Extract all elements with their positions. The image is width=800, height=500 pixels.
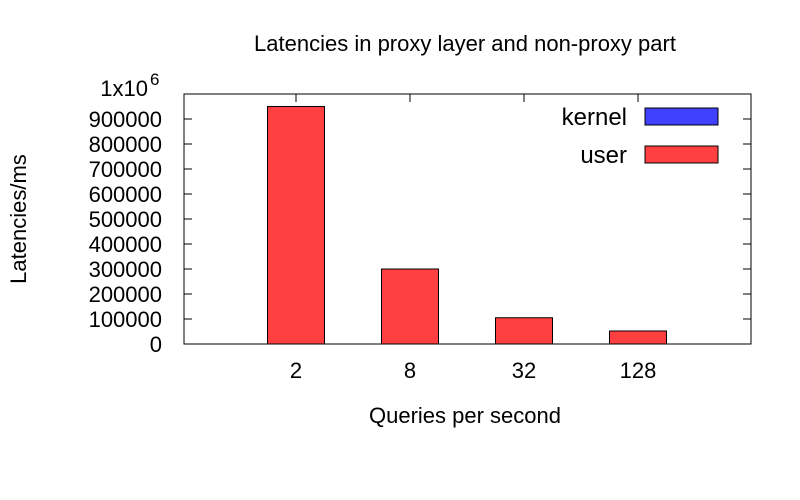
y-tick-label: 200000 <box>89 282 162 307</box>
y-tick-label: 900000 <box>89 107 162 132</box>
x-tick-label: 128 <box>620 358 657 383</box>
bar-user-32 <box>495 317 553 345</box>
y-axis-label: Latencies/ms <box>6 154 31 284</box>
y-tick-label: 300000 <box>89 257 162 282</box>
legend-swatch-kernel <box>644 107 719 126</box>
x-axis-label: Queries per second <box>369 403 561 428</box>
bar-user-128 <box>609 330 667 345</box>
y-tick-label: 700000 <box>89 157 162 182</box>
legend-swatch-user <box>644 145 719 164</box>
bar-user-2 <box>267 106 325 345</box>
y-tick-label: 500000 <box>89 207 162 232</box>
x-tick-label: 32 <box>512 358 536 383</box>
x-axis-ticks: 2 8 32 128 <box>290 94 656 383</box>
plot-frame <box>183 93 752 345</box>
chart-title: Latencies in proxy layer and non-proxy p… <box>254 31 676 56</box>
y-tick-label: 100000 <box>89 307 162 332</box>
y-tick-label-top: 1x10 <box>100 76 148 101</box>
legend-label-user: user <box>580 142 627 169</box>
x-tick-label: 2 <box>290 358 302 383</box>
y-tick-label-top-exponent: 6 <box>150 70 159 89</box>
bars <box>267 106 667 345</box>
legend: kernel user <box>562 104 719 169</box>
y-tick-label: 0 <box>150 332 162 357</box>
bar-user-8 <box>381 268 439 345</box>
x-tick-label: 8 <box>404 358 416 383</box>
y-axis-ticks: 0100000200000300000400000500000600000700… <box>89 70 751 357</box>
y-tick-label: 600000 <box>89 182 162 207</box>
y-tick-label: 800000 <box>89 132 162 157</box>
legend-label-kernel: kernel <box>562 104 627 131</box>
y-tick-label: 400000 <box>89 232 162 257</box>
